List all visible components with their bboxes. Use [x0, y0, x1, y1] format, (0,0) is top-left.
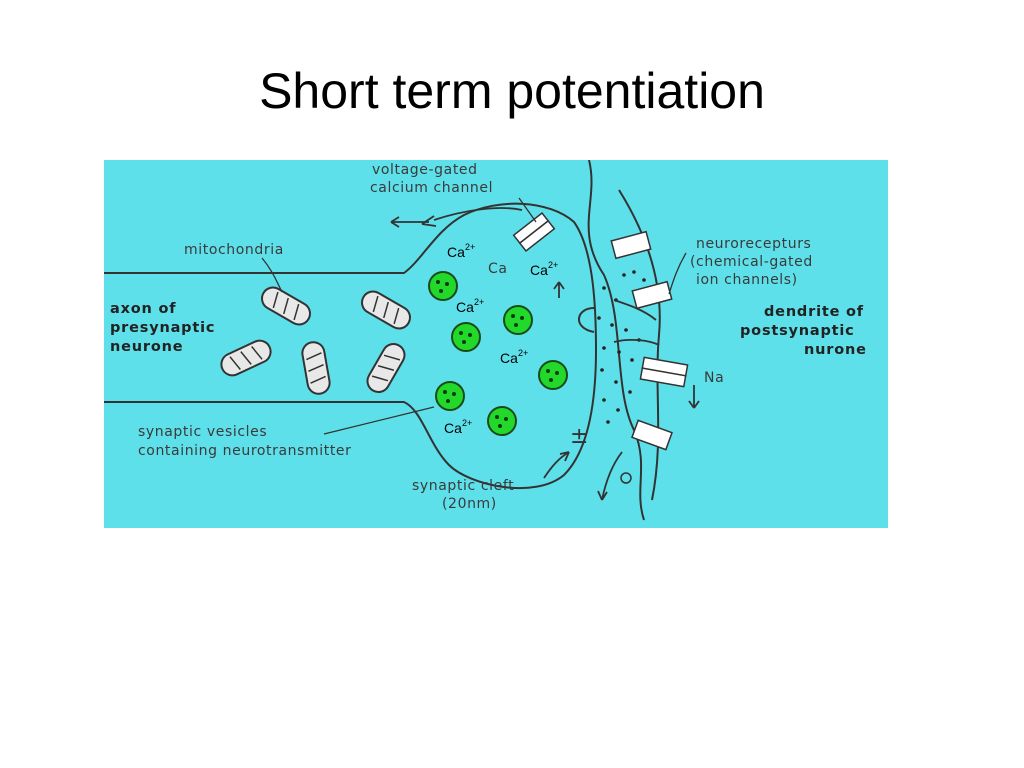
neuroreceptor [631, 419, 673, 451]
synaptic-vesicle [435, 381, 465, 411]
axon-label: presynaptic [110, 320, 215, 336]
synaptic-vesicle [503, 305, 533, 335]
svg-text:Ca: Ca [500, 350, 518, 366]
mitochondrion [361, 290, 411, 330]
svg-text:Ca: Ca [530, 262, 548, 278]
voltage-channel-label: voltage-gated [372, 162, 478, 178]
slide-title: Short term potentiation [259, 63, 765, 119]
ion-circle [620, 472, 632, 484]
label-pointers [261, 197, 687, 435]
diagram-background [104, 160, 888, 528]
synaptic-vesicle [487, 406, 517, 436]
svg-text:2+: 2+ [518, 348, 528, 358]
dendrite-label: postsynaptic [740, 323, 855, 339]
synaptic-vesicle [451, 322, 481, 352]
mitochondrion [261, 286, 311, 326]
svg-text:2+: 2+ [465, 242, 475, 252]
mitochondrion [220, 339, 272, 377]
dendrite-label: dendrite of [764, 304, 864, 320]
calcium-channel [512, 211, 556, 253]
cleft-label: synaptic cleft [412, 478, 514, 494]
synaptic-vesicle [538, 360, 568, 390]
neurotransmitter-dots [597, 270, 646, 424]
sodium-label: Na [704, 370, 724, 386]
receptors-label: neurorecepturs [696, 236, 811, 252]
svg-text:2+: 2+ [474, 297, 484, 307]
svg-text:2+: 2+ [548, 260, 558, 270]
synaptic-vesicle [428, 271, 458, 301]
voltage-channel-label: calcium channel [370, 180, 493, 196]
mitochondria-label: mitochondria [184, 242, 284, 258]
presynaptic-membrane [104, 202, 598, 489]
neuroreceptor [639, 356, 689, 388]
axon-label: neurone [110, 339, 183, 355]
mitochondrion [366, 343, 406, 393]
cleft-label: (20nm) [442, 496, 497, 512]
neuroreceptor [610, 230, 652, 260]
svg-text:Ca: Ca [447, 244, 465, 260]
neuroreceptor [631, 280, 673, 310]
dendrite-label: nurone [804, 342, 867, 358]
exocytosis-vesicle [578, 307, 595, 333]
vesicles-label: containing neurotransmitter [138, 443, 352, 459]
axon-label: axon of [110, 301, 176, 317]
plus-minus-sign: ± [570, 424, 588, 449]
svg-text:2+: 2+ [462, 418, 472, 428]
faded-calcium-label: Ca [488, 261, 508, 277]
vesicles-label: synaptic vesicles [138, 424, 267, 440]
svg-text:Ca: Ca [456, 299, 474, 315]
receptors-label: ion channels) [696, 272, 798, 288]
mitochondrion [301, 341, 331, 395]
flow-arrows [390, 207, 700, 501]
svg-text:Ca: Ca [444, 420, 462, 436]
synapse-diagram: voltage-gated calcium channel mitochondr… [104, 159, 888, 528]
receptors-label: (chemical-gated [690, 254, 813, 270]
